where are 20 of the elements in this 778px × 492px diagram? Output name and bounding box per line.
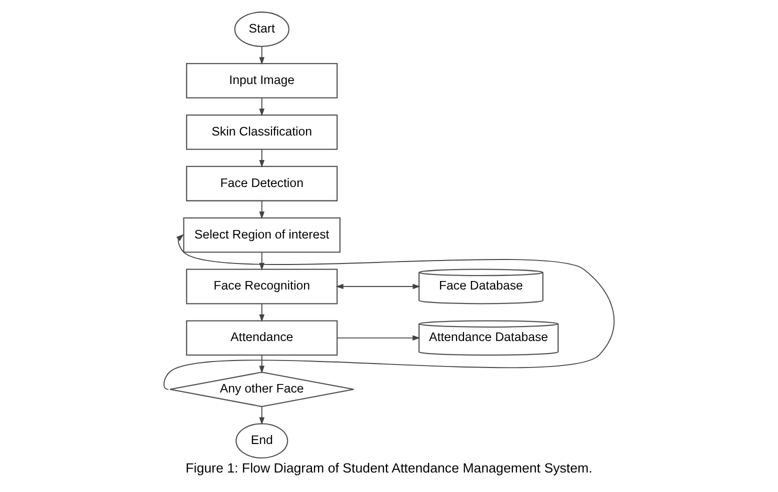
arrow [259,354,265,374]
caption: Figure 1: Flow Diagram of Student Attendance Management System. [186,460,592,476]
arrow [259,303,265,322]
arrow [259,46,265,65]
arrow [259,406,265,425]
node-box: Face Recognition [186,268,338,304]
arrow [259,97,265,116]
arrow [259,148,265,168]
arrow [336,335,420,341]
node-box: Skin Classification [186,114,338,150]
node-box: Select Region of interest [183,217,341,253]
node-box: Input Image [186,63,338,98]
node-box: Attendance [186,320,338,356]
node-ellipse: Start [234,12,290,47]
arrow [259,200,265,220]
arrow [163,234,614,390]
node-ellipse: End [236,423,288,459]
arrow [336,284,420,290]
node-diamond: Any other Face [169,372,354,408]
node-box: Face Detection [186,166,338,202]
